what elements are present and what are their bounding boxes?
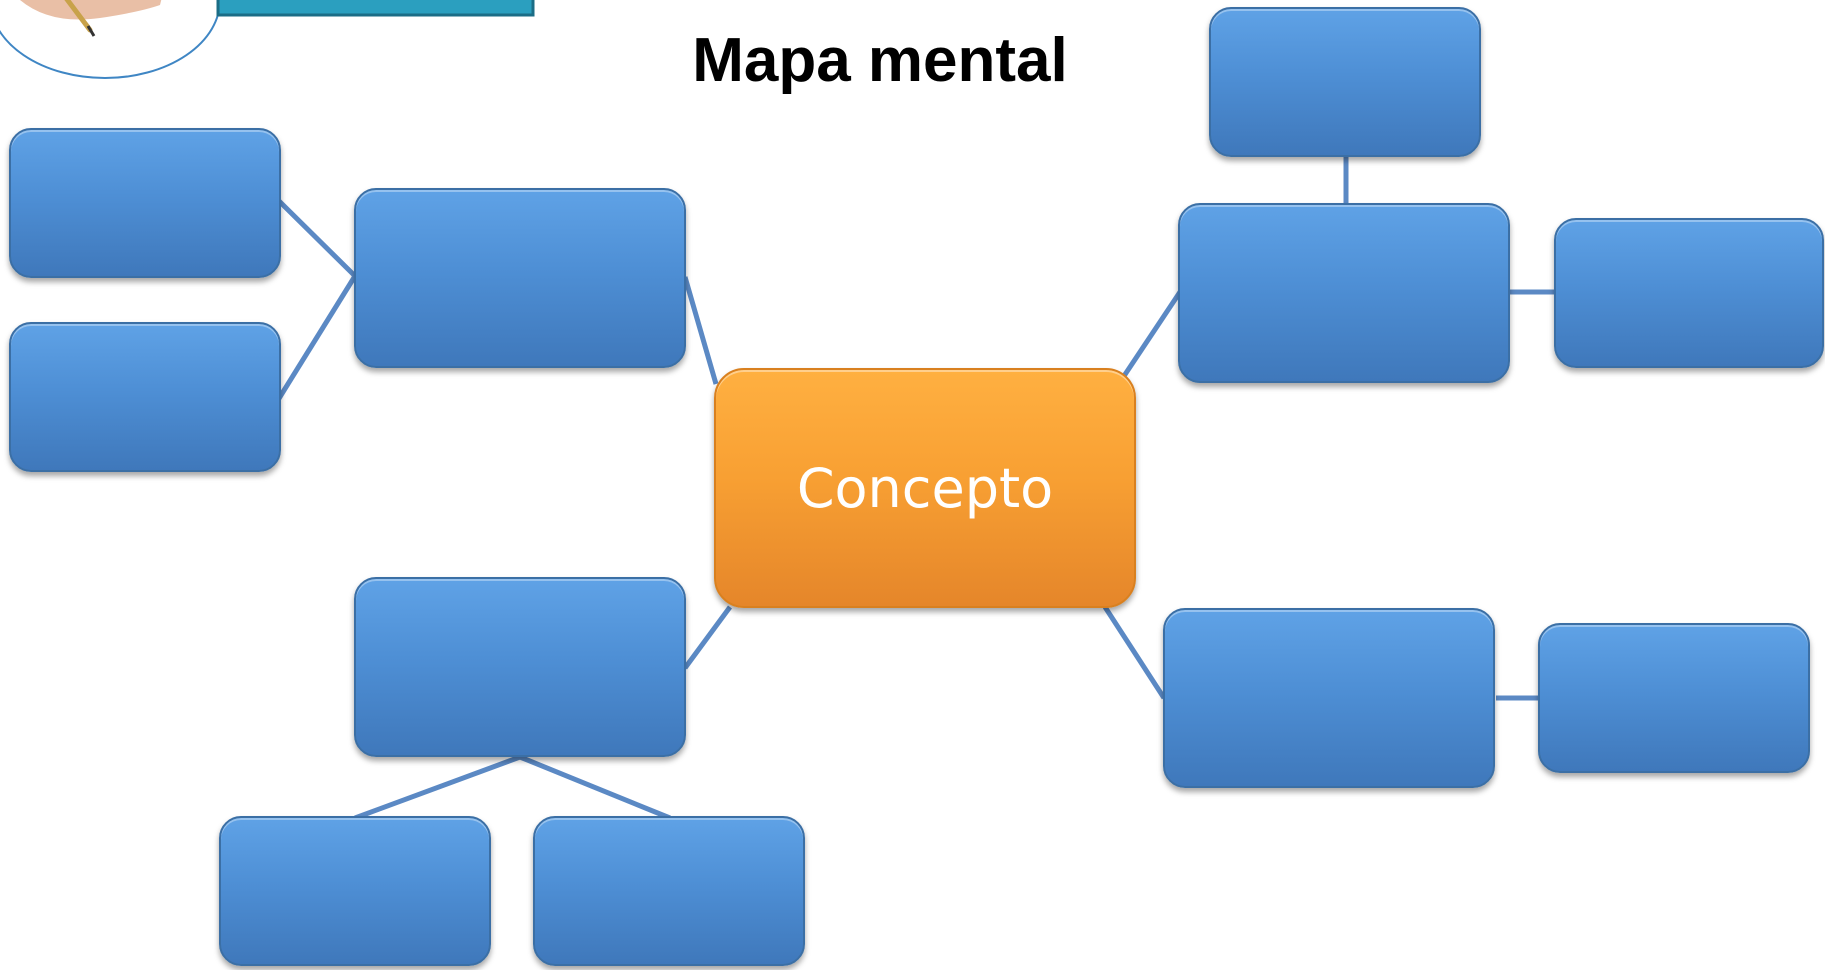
node-bottom-center[interactable] (533, 816, 805, 966)
node-right-hub-upper[interactable] (1178, 203, 1510, 383)
diagram-title: Mapa mental (692, 26, 1068, 95)
connector-lower-right-hub (1102, 605, 1167, 700)
connector-left-middle (275, 274, 358, 402)
connector-lower-hub-center (682, 605, 733, 670)
node-bottom-left[interactable] (219, 816, 491, 966)
node-right-far-lower[interactable] (1538, 623, 1810, 773)
central-concept-label: Concepto (796, 456, 1054, 520)
central-concept-node[interactable]: Concepto (714, 368, 1136, 608)
connector-bottom-center (519, 754, 671, 821)
node-left-hub-upper[interactable] (354, 188, 686, 368)
node-right-hub-lower[interactable] (1163, 608, 1495, 788)
node-left-middle[interactable] (9, 322, 281, 472)
node-right-top[interactable] (1209, 7, 1481, 157)
node-left-top[interactable] (9, 128, 281, 278)
connector-left-top (276, 198, 357, 278)
corner-illustration (0, 0, 535, 79)
node-left-hub-lower[interactable] (354, 577, 686, 757)
connector-left-hub-center (682, 276, 719, 385)
connector-right-hub-center (1117, 290, 1183, 384)
node-right-far-upper[interactable] (1554, 218, 1824, 368)
connector-bottom-left (354, 754, 521, 821)
